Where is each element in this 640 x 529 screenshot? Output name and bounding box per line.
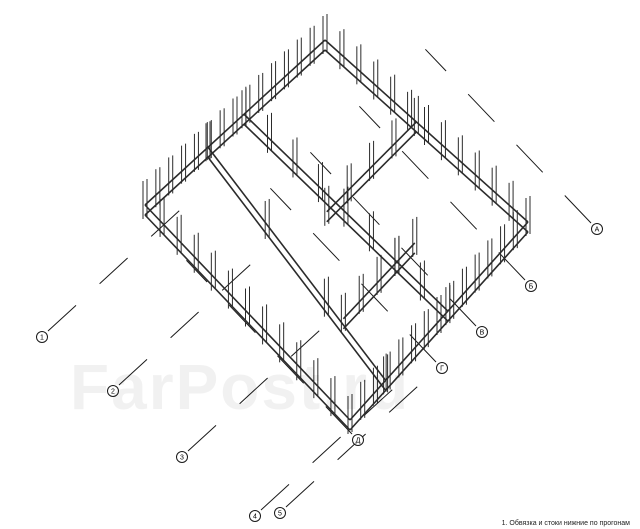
axis-line [187, 315, 336, 452]
partition-cross-2-bottom [342, 252, 416, 330]
axis-line [310, 151, 477, 327]
partition-cross-2-top [342, 242, 416, 320]
axis-marker-label: 5 [278, 511, 282, 518]
axis-marker-circle [352, 434, 364, 446]
axis-markers: 1 2 3 4 5 А Б В Г Д [36, 223, 603, 522]
axis-line [425, 48, 592, 224]
partition-cross-1-bottom [326, 131, 417, 223]
watermark: FarPost.ru [70, 351, 411, 423]
axis-gridlines [47, 48, 592, 511]
axis-marker-circle [274, 507, 286, 519]
wall-ne-bottom [324, 49, 529, 233]
wall-se-top [349, 221, 529, 421]
axis-marker-label: 3 [180, 455, 184, 462]
axis-line [118, 249, 267, 386]
wall-nw-top [144, 39, 326, 206]
wall-nw-bottom [144, 49, 326, 216]
wall-se-bottom [349, 231, 529, 431]
wall-ne-top [324, 39, 529, 223]
axis-line [260, 374, 409, 511]
partition-long-bottom [243, 123, 449, 322]
axis-marker-circle [107, 385, 119, 397]
axis-line [47, 195, 196, 332]
axis-marker-circle [436, 362, 448, 374]
axis-marker-label: 4 [253, 514, 257, 521]
axis-marker-label: 1 [40, 335, 44, 342]
wall-sw-bottom [144, 214, 351, 431]
axis-marker-label: Д [356, 438, 361, 445]
timber-frame [142, 14, 531, 434]
axis-marker-circle [476, 326, 488, 338]
axis-marker-circle [525, 280, 537, 292]
partition-short-top [207, 146, 387, 381]
wall-sw-top [144, 204, 351, 421]
partition-short-bottom [207, 156, 387, 391]
axis-marker-label: А [595, 227, 600, 234]
axis-marker-label: 2 [111, 389, 115, 396]
partition-long-top [243, 113, 449, 312]
axis-marker-circle [176, 451, 188, 463]
partition-cross-1-top [326, 121, 417, 213]
axis-marker-circle [591, 223, 603, 235]
axis-marker-label: Г [440, 366, 444, 373]
axis-marker-circle [249, 510, 261, 522]
axis-marker-circle [36, 331, 48, 343]
axis-marker-label: Б [529, 284, 534, 291]
axis-marker-label: В [480, 330, 485, 337]
drawing-caption: 1. Обвязка и стоки нижние по прогонам [501, 520, 630, 527]
